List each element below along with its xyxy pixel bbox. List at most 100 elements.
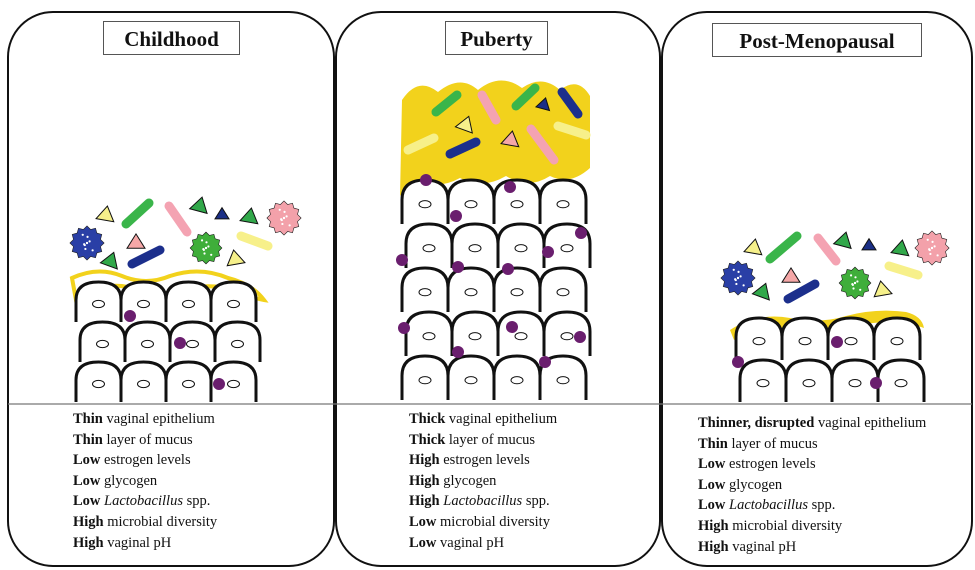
glycogen-dot — [398, 322, 410, 334]
fact-text: layer of mucus — [445, 432, 535, 448]
fact-line: High glycogen — [409, 471, 557, 492]
cell-nucleus — [419, 289, 431, 296]
fact-line: Thick vaginal epithelium — [409, 409, 557, 430]
glycogen-dot — [831, 336, 843, 348]
fact-emphasis: High — [409, 493, 440, 509]
fact-line: Thin vaginal epithelium — [73, 409, 217, 430]
fact-taxon: Lactobacillus — [440, 493, 523, 509]
fact-line: Low microbial diversity — [409, 512, 557, 533]
cell-nucleus — [228, 300, 240, 307]
cell-nucleus — [183, 380, 195, 387]
triangle-bacterium — [862, 239, 876, 250]
cell-nucleus — [799, 338, 811, 345]
cell-nucleus — [469, 245, 481, 252]
fact-emphasis: High — [409, 452, 440, 468]
cell-nucleus — [465, 289, 477, 296]
triangle-bacterium — [872, 279, 892, 296]
fact-emphasis: Low — [73, 452, 100, 468]
coccus-speck — [280, 218, 282, 220]
coccus-speck — [854, 282, 856, 284]
coccus-speck — [201, 239, 203, 241]
coccus-speck — [929, 253, 931, 255]
fact-text: vaginal epithelium — [445, 411, 557, 427]
cell-nucleus — [515, 333, 527, 340]
coccus-speck — [86, 236, 88, 238]
glycogen-dot — [575, 227, 587, 239]
glycogen-dot — [213, 378, 225, 390]
coccus-speck — [283, 217, 285, 219]
cell-nucleus — [515, 245, 527, 252]
cell-nucleus — [849, 380, 861, 387]
cell-nucleus — [753, 338, 765, 345]
fact-line: Low Lactobacillus spp. — [73, 491, 217, 512]
fact-emphasis: Low — [698, 497, 725, 513]
fact-emphasis: Low — [698, 456, 725, 472]
coccus-speck — [283, 211, 285, 213]
rod-bacterium — [770, 236, 797, 259]
cell-nucleus — [845, 338, 857, 345]
coccus-speck — [927, 239, 929, 241]
fact-emphasis: Thin — [698, 436, 728, 452]
glycogen-dot — [542, 246, 554, 258]
epithelium-post-menopausal — [732, 318, 924, 402]
fact-emphasis: High — [698, 539, 729, 555]
cell-nucleus — [93, 300, 105, 307]
glycogen-dot — [420, 174, 432, 186]
fact-line: Thin layer of mucus — [698, 434, 926, 455]
coccus-speck — [856, 280, 858, 282]
coccus-speck — [202, 248, 204, 250]
triangle-bacterium — [834, 230, 855, 249]
coccus-speck — [203, 252, 205, 254]
fact-emphasis: High — [73, 514, 104, 530]
coccus-speck — [207, 245, 209, 247]
coccus-speck — [933, 245, 935, 247]
coccus-speck — [92, 249, 94, 251]
cell-nucleus — [419, 201, 431, 208]
cell-nucleus — [557, 377, 569, 384]
cell-nucleus — [142, 340, 154, 347]
cell-nucleus — [97, 340, 109, 347]
cell-nucleus — [232, 340, 244, 347]
fact-text: vaginal pH — [729, 539, 797, 555]
cell-nucleus — [423, 333, 435, 340]
panel-title-puberty: Puberty — [445, 21, 548, 55]
rod-bacterium — [889, 266, 918, 275]
epithelium-childhood — [76, 282, 260, 402]
coccus-speck — [83, 243, 85, 245]
fact-line: Thinner, disrupted vaginal epithelium — [698, 413, 926, 434]
coccus-speck — [82, 234, 84, 236]
glycogen-dot — [504, 181, 516, 193]
cell-nucleus — [511, 377, 523, 384]
fact-line: High vaginal pH — [73, 533, 217, 554]
cell-nucleus — [511, 201, 523, 208]
fact-text: layer of mucus — [103, 432, 193, 448]
coccus-speck — [737, 277, 739, 279]
triangle-bacterium — [190, 195, 211, 214]
fact-line: Low glycogen — [698, 475, 926, 496]
rod-bacterium — [132, 250, 160, 264]
fact-line: Low estrogen levels — [698, 454, 926, 475]
fact-emphasis: High — [698, 518, 729, 534]
coccus-speck — [279, 209, 281, 211]
fact-emphasis: Thin — [73, 432, 103, 448]
fact-emphasis: Low — [73, 473, 100, 489]
rod-bacterium — [241, 236, 268, 246]
panel-title-childhood: Childhood — [103, 21, 240, 55]
coccus-speck — [734, 278, 736, 280]
cell-nucleus — [511, 289, 523, 296]
rod-bacterium — [169, 206, 187, 232]
fact-text: estrogen levels — [725, 456, 815, 472]
coccus-speck — [737, 271, 739, 273]
coccus-speck — [735, 283, 737, 285]
coccus-speck — [851, 283, 853, 285]
fact-text: microbial diversity — [436, 514, 550, 530]
cell-nucleus — [183, 300, 195, 307]
cell-nucleus — [803, 380, 815, 387]
fact-line: High vaginal pH — [698, 537, 926, 558]
coccus-speck — [859, 289, 861, 291]
coccus-speck — [931, 247, 933, 249]
cell-nucleus — [423, 245, 435, 252]
cell-nucleus — [138, 300, 150, 307]
coccus-speck — [937, 254, 939, 256]
